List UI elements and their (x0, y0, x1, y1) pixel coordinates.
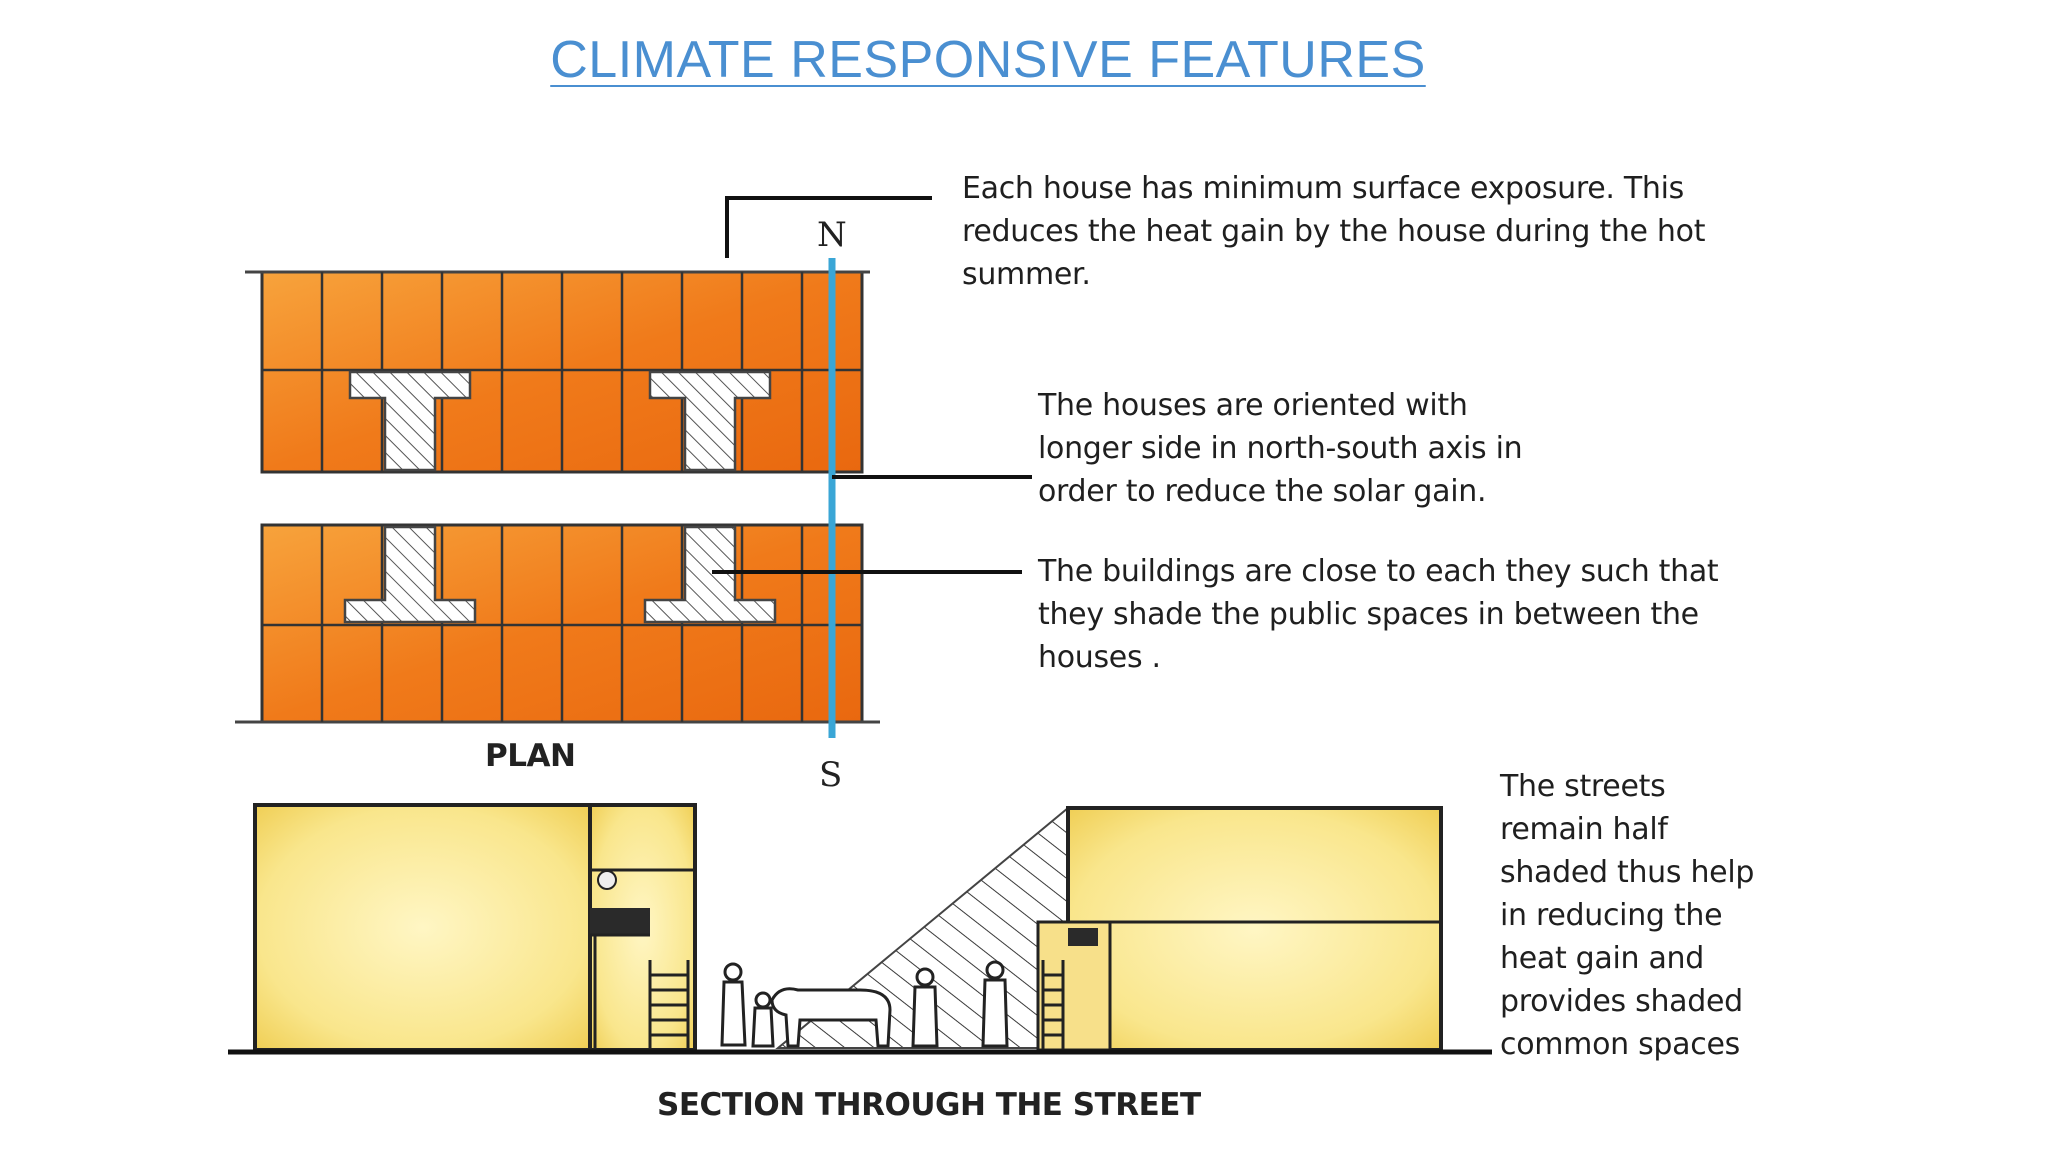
leader-lines (712, 196, 1032, 574)
cow-figure (770, 987, 892, 1048)
person-figure-1 (720, 962, 747, 1047)
section-drawing (228, 803, 1492, 1055)
plan-label: PLAN (485, 738, 576, 774)
person-figure-3 (911, 967, 939, 1048)
annotation-shading-proximity: The buildings are close to each they suc… (1038, 550, 1719, 679)
annotation-line: houses . (1038, 640, 1161, 675)
annotation-line: provides shaded (1500, 984, 1743, 1019)
annotation-line: The houses are oriented with (1038, 388, 1468, 423)
annotation-street-shading: The streets remain half shaded thus help… (1500, 765, 1754, 1066)
south-label: S (819, 755, 843, 795)
slide-title: CLIMATE RESPONSIVE FEATURES (550, 31, 1426, 89)
annotation-orientation: The houses are oriented with longer side… (1038, 384, 1523, 513)
north-label: N (817, 215, 847, 255)
courtyard-top-left (348, 370, 472, 472)
plan-drawing (235, 258, 880, 738)
courtyard-hatches (343, 370, 777, 624)
annotation-line: heat gain and (1500, 941, 1705, 976)
annotation-line: summer. (962, 257, 1091, 292)
annotation-line: The streets (1500, 769, 1666, 804)
leader-line-exposure (725, 196, 932, 258)
annotation-line: order to reduce the solar gain. (1038, 474, 1487, 509)
annotation-line: common spaces (1500, 1027, 1740, 1062)
section-house-right (1066, 806, 1443, 1052)
annotation-line: The buildings are close to each they suc… (1038, 554, 1719, 589)
house-dividers (262, 272, 862, 722)
annotation-line: reduces the heat gain by the house durin… (962, 214, 1706, 249)
person-figure-4 (981, 960, 1009, 1048)
annotation-line: they shade the public spaces in between … (1038, 597, 1699, 632)
street-figures (720, 960, 1009, 1048)
annotation-line: in reducing the (1500, 898, 1723, 933)
courtyard-top-right (648, 370, 772, 472)
annotation-line: longer side in north-south axis in (1038, 431, 1523, 466)
courtyard-bottom-left (343, 525, 477, 624)
stair-right (1041, 960, 1065, 1050)
annotation-surface-exposure: Each house has minimum surface exposure.… (962, 167, 1705, 296)
annotation-line: shaded thus help (1500, 855, 1755, 890)
courtyard-bottom-right (643, 525, 777, 624)
annotation-line: remain half (1500, 812, 1668, 847)
annotation-line: Each house has minimum surface exposure.… (962, 171, 1684, 206)
section-house-left (253, 803, 592, 1052)
stair-left (590, 933, 690, 1050)
person-figure-2 (751, 991, 775, 1048)
section-label: SECTION THROUGH THE STREET (657, 1087, 1201, 1123)
